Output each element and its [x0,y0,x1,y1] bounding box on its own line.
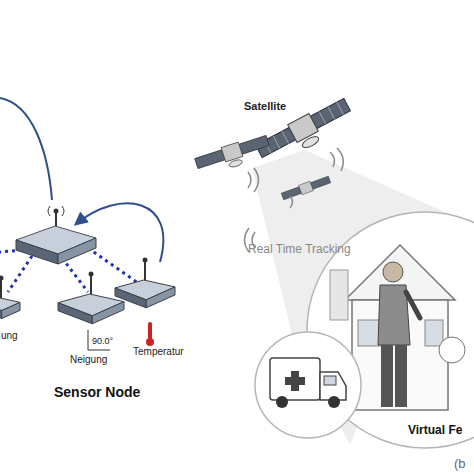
dimension-label: 90.0° [92,336,113,346]
house-picture [425,320,443,346]
satellite-icon [221,142,243,162]
signal-waves [248,172,251,188]
man-figure [378,262,465,407]
gateway-node [16,240,58,264]
antenna [89,272,94,277]
radio-arrows [76,203,163,262]
satellite-icon [239,135,269,154]
sensor-node: ung [0,276,38,343]
man-figure [439,337,465,363]
satellite-icon [299,181,314,195]
man-figure [381,345,393,407]
house-picture [358,320,380,346]
signal-waves [254,168,259,192]
antenna [0,276,4,281]
satellite-icon [195,150,225,169]
satellite-icon [194,133,272,178]
satellite-icon [310,98,350,128]
sensor-device [58,272,124,322]
satellite-icon [281,175,331,201]
panel-letter: (b [454,456,466,471]
gateway-node [54,209,59,214]
dotted-links [8,256,32,292]
thermometer-icon [148,322,152,340]
signal-waves [337,148,343,171]
ambulance-picture [270,358,320,400]
sensor-device [115,288,146,308]
ambulance-picture [270,358,346,408]
sensor-node: Neigung [58,272,124,367]
fence-label: Virtual Fe [408,423,462,437]
house-picture [330,270,348,320]
dotted-links [88,248,138,283]
man-figure [406,292,420,318]
ambulance-picture [320,372,346,400]
signal-waves [245,148,344,252]
sensor-label: Temperatur [133,346,184,357]
radio-arrows [0,98,163,262]
ambulance-picture [285,377,305,385]
sensor-device [2,302,20,318]
sensor-label: ung [1,330,18,341]
thermometer-icon [146,322,154,346]
panel-caption: Sensor Node [54,384,140,400]
signal-waves [330,152,334,167]
sensor-node: Temperatur [115,258,186,359]
ambulance-circle [255,332,361,438]
radio-arrows [0,98,52,200]
dotted-links [62,258,88,292]
satellite-label: Satellite [244,100,286,112]
thermometer-icon [146,338,154,346]
ambulance-circle [255,332,361,438]
sensor-device [58,303,92,324]
satellite-icon [301,134,321,150]
satellite-icon [310,176,330,189]
gateway-node [58,238,96,264]
gateway-node [16,206,96,264]
signal-waves [290,196,293,208]
sensor-device [92,302,124,324]
antenna [143,258,148,263]
sensor-device [0,276,20,326]
tracking-label: Real Time Tracking [248,242,351,256]
sensor-label: Neigung [70,354,107,365]
satellite-icon [228,158,243,168]
man-figure [383,262,403,282]
ambulance-picture [328,396,340,408]
gateway-node [48,206,64,216]
sensor-device [115,258,175,308]
man-figure [395,345,407,407]
ambulance-picture [324,376,336,385]
ambulance-picture [276,396,288,408]
sensor-device [146,287,175,308]
